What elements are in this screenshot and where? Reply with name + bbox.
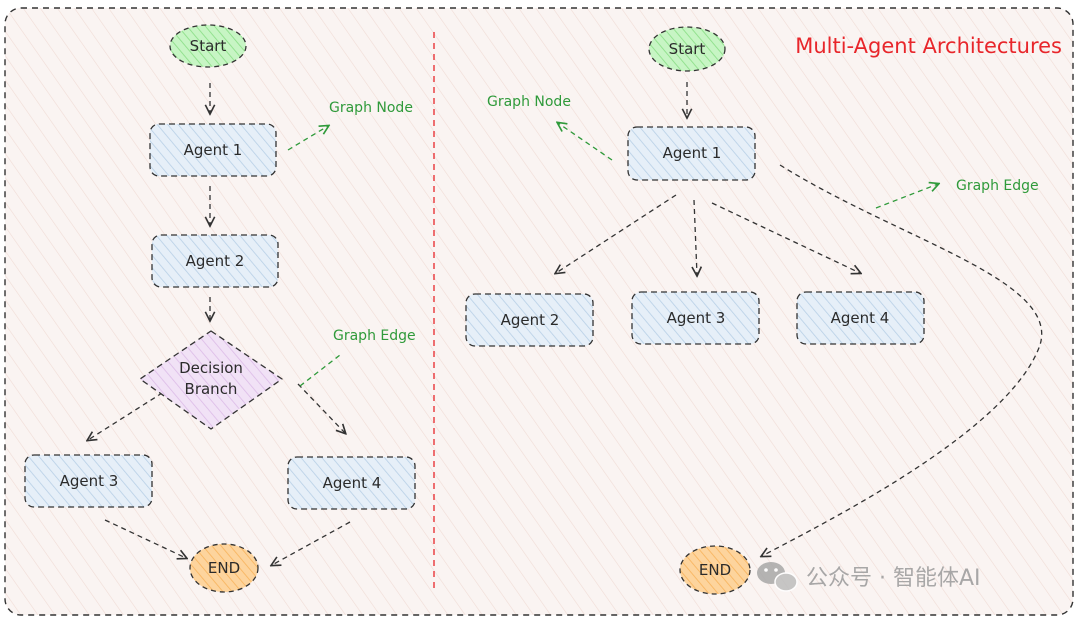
left-agent3-node bbox=[24, 454, 153, 508]
left-agent1-node bbox=[149, 123, 277, 177]
right-edge-agent1-agent3 bbox=[694, 199, 697, 275]
left-flow: Graph Node Graph Edge Start Agent 1 Agen… bbox=[24, 24, 416, 593]
right-agent1-label: Agent 1 bbox=[663, 144, 722, 162]
left-decision-node bbox=[139, 330, 283, 430]
left-edge-decision-agent4 bbox=[297, 383, 345, 433]
right-start-node bbox=[648, 26, 726, 72]
right-edge-agent1-agent2 bbox=[556, 194, 677, 273]
right-graph-edge-pointer bbox=[875, 184, 938, 209]
right-agent3-node bbox=[631, 291, 760, 345]
right-graph-node-label: Graph Node bbox=[487, 94, 571, 110]
left-graph-node-pointer bbox=[287, 126, 328, 151]
right-graph-edge-label: Graph Edge bbox=[956, 178, 1039, 194]
right-graph-node-pointer bbox=[558, 123, 613, 161]
right-end-label: END bbox=[699, 561, 731, 579]
right-flow: Graph Node Graph Edge Start Agent 1 Agen… bbox=[465, 26, 1043, 595]
left-start-node bbox=[169, 24, 247, 68]
right-edge-agent1-agent4 bbox=[711, 202, 860, 273]
left-agent1-label: Agent 1 bbox=[184, 141, 243, 159]
watermark-text: 公众号 · 智能体AI bbox=[806, 566, 981, 591]
left-decision-label-line2: Branch bbox=[185, 380, 238, 398]
right-agent1-node bbox=[627, 126, 756, 181]
left-graph-node-label: Graph Node bbox=[329, 100, 413, 116]
right-agent2-label: Agent 2 bbox=[501, 311, 560, 329]
left-graph-edge-label: Graph Edge bbox=[333, 328, 416, 344]
left-edge-agent3-end bbox=[104, 519, 186, 558]
left-start-label: Start bbox=[190, 37, 227, 55]
watermark: 公众号 · 智能体AI bbox=[757, 562, 981, 592]
right-agent4-label: Agent 4 bbox=[831, 309, 890, 327]
left-end-node bbox=[189, 543, 259, 593]
right-agent2-node bbox=[465, 293, 594, 347]
right-agent3-label: Agent 3 bbox=[667, 309, 726, 327]
left-decision-label-line1: Decision bbox=[179, 359, 243, 377]
wechat-icon bbox=[757, 562, 798, 592]
right-start-label: Start bbox=[669, 40, 706, 58]
left-agent4-label: Agent 4 bbox=[323, 474, 382, 492]
left-agent3-label: Agent 3 bbox=[60, 472, 119, 490]
left-end-label: END bbox=[208, 559, 240, 577]
left-agent2-node bbox=[151, 234, 279, 288]
left-agent2-label: Agent 2 bbox=[186, 252, 245, 270]
right-agent4-node bbox=[796, 291, 925, 345]
left-edge-decision-agent3 bbox=[88, 387, 171, 440]
diagram-title: Multi-Agent Architectures bbox=[795, 34, 1062, 58]
left-edge-agent4-end bbox=[272, 521, 351, 565]
left-agent4-node bbox=[287, 456, 416, 510]
right-end-node bbox=[679, 545, 751, 595]
